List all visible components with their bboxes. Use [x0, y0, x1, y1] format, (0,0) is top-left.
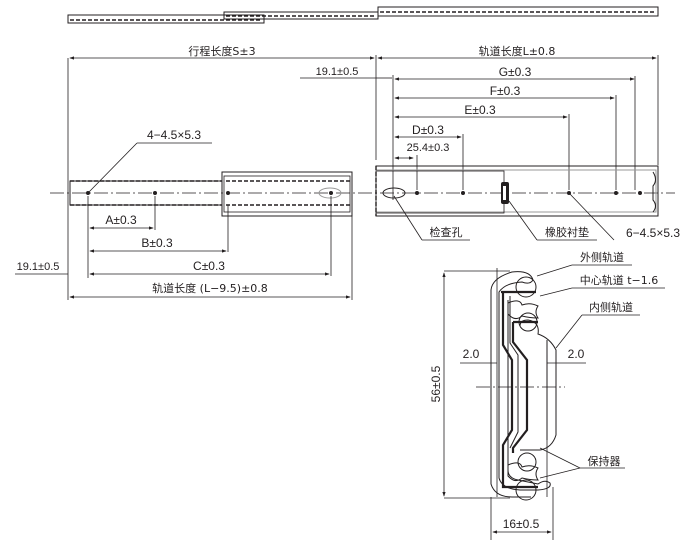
holes-right-callout: 6−4.5×5.3 [626, 226, 680, 240]
offset-bottom-label: 19.1±0.5 [17, 261, 60, 273]
bottom-dimensions: A±0.3 B±0.3 19.1±0.5 C±0.3 轨道长度 (L−9.5)±… [15, 196, 353, 300]
cross-section: 56±0.5 16±0.5 2.0 2.0 外侧轨道 中心轨道 t−1.6 内侧… [429, 250, 665, 540]
inspection-hole-callout: 检查孔 [430, 225, 463, 239]
inner-rail-length-label: 轨道长度 (L−9.5)±0.8 [152, 281, 268, 295]
extended-slide-view [67, 6, 659, 24]
dim-d-label: D±0.3 [412, 123, 444, 137]
side-view [50, 165, 675, 217]
holes-left-callout: 4−4.5×5.3 [147, 128, 201, 142]
height-dim-label: 56±0.5 [429, 365, 443, 402]
top-dimensions: 行程长度S±3 轨道长度L±0.8 19.1±0.5 G±0.3 F±0.3 E… [67, 44, 659, 300]
width-dim-label: 16±0.5 [503, 517, 540, 531]
outer-rail-label: 外侧轨道 [580, 250, 624, 264]
retainer-label: 保持器 [588, 454, 621, 468]
dim-f-label: F±0.3 [490, 84, 521, 98]
dim-c-label: C±0.3 [193, 259, 225, 273]
pitch-label: 25.4±0.3 [407, 142, 450, 154]
offset-top-label: 19.1±0.5 [316, 66, 359, 78]
callouts: 4−4.5×5.3 检查孔 橡胶衬垫 6−4.5×5.3 [87, 128, 680, 241]
gap-left-label: 2.0 [463, 347, 480, 361]
center-rail-label: 中心轨道 t−1.6 [580, 273, 659, 287]
inner-rail-label: 内侧轨道 [589, 300, 633, 314]
dim-a-label: A±0.3 [105, 213, 137, 227]
rubber-pad-callout: 橡胶衬垫 [545, 225, 589, 239]
rail-length-label: 轨道长度L±0.8 [479, 44, 556, 58]
gap-right-label: 2.0 [568, 347, 585, 361]
stroke-length-label: 行程长度S±3 [188, 44, 255, 58]
dim-g-label: G±0.3 [499, 65, 532, 79]
dim-b-label: B±0.3 [141, 236, 173, 250]
dim-e-label: E±0.3 [464, 103, 496, 117]
inspection-hole [382, 187, 406, 199]
